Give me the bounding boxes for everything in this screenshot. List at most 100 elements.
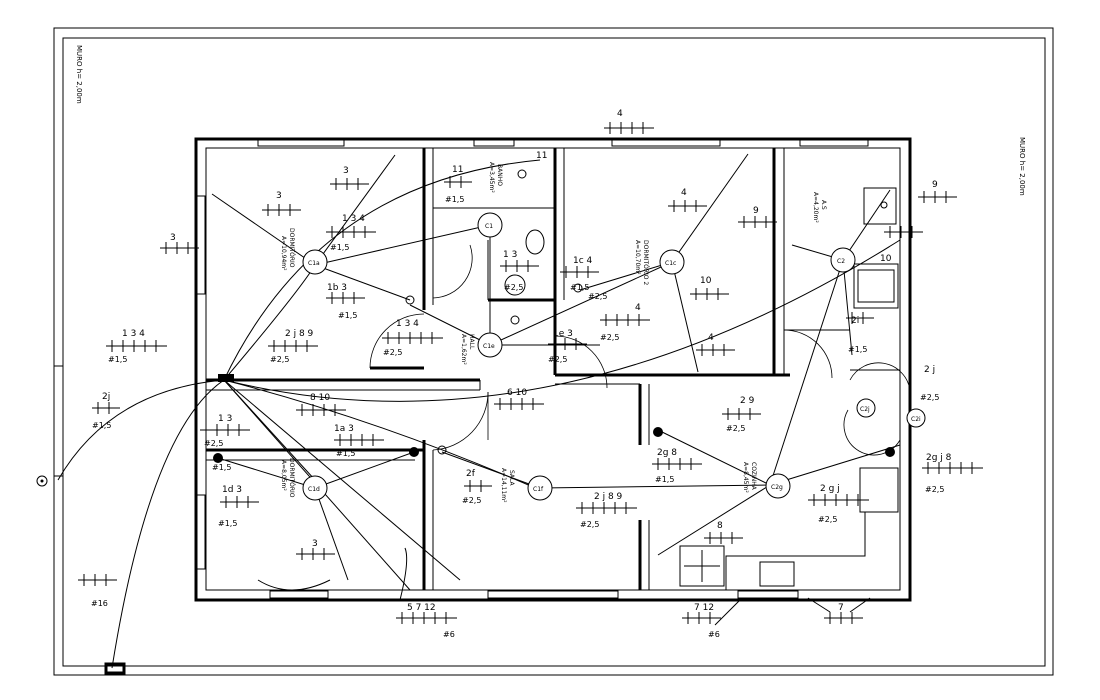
conductor-tick-group [106,340,167,352]
circuit-label: 2j [102,392,110,402]
conductor-tick-group [576,502,637,514]
conductor-tick-group [652,458,702,470]
circuit-label: 1 3 4 [396,319,419,329]
gauge-label: #1,5 [330,243,349,252]
circuit-label: 2 j [924,365,935,375]
room-area: A=1,62m² [460,334,467,365]
property-boundary-outer [53,27,1054,676]
wall-note-left: MURO h= 2,00m [75,45,83,104]
house-walls [194,137,912,602]
meter-entry [36,475,48,487]
circuit-label: 1 3 [503,250,517,260]
outlet [885,447,895,457]
circuit-label: 2g 8 [657,448,677,458]
circuit-label: 3 [276,191,282,201]
gauge-label: #2,5 [204,439,223,448]
svg-text:C1a: C1a [308,260,320,267]
conductor-tick-group [200,424,250,436]
conductor-tick-group [382,332,443,344]
room-area: A=4,20m² [812,192,819,223]
gauge-label: #1,5 [336,449,355,458]
circuit-label: 1d 3 [222,485,242,495]
shower [517,169,527,179]
circuit-label: 11 [452,165,463,175]
svg-text:C2: C2 [837,258,845,265]
conductor-tick-group [722,408,761,420]
svg-text:C1d: C1d [308,486,320,493]
room-name: BANHO [496,164,503,186]
refrigerator [759,561,795,587]
room-name: DORMITÓRIO [288,458,295,498]
outlet [409,447,419,457]
conductor-tick-group [682,612,721,624]
gauge-label: #1,5 [848,345,867,354]
gauge-label: #2,5 [920,393,939,402]
conductor-tick-group [464,480,492,492]
circuit-label: 2g j 8 [926,453,952,463]
circuit-label: 2 9 [740,396,755,406]
room-area: A=10,94m² [280,236,287,271]
washing-machine [853,263,899,309]
gauge-label: #1,5 [445,195,464,204]
room-area: A=8,45m² [742,462,749,493]
conductor-tick-group [444,176,472,188]
circuit-label: 8 10 [310,393,330,403]
ground-box [104,662,126,675]
gauge-label: #1,5 [570,283,589,292]
gauge-label: #2,5 [270,355,289,364]
gauge-label: #2,5 [600,333,619,342]
wall-note-right: MURO h= 2,00m [1018,137,1026,196]
circuit-labels: 4 3 3 1 3 4 1b 3 3 1 3 4 2 j 8 9 1 3 4 1… [102,109,952,613]
circuit-label: 2f [466,469,476,479]
circuit-label: 1e 3 [553,329,573,339]
service-sink [863,187,897,225]
svg-text:C1e: C1e [483,343,495,350]
fixtures [504,169,899,590]
room-area: A=10,70m² [634,240,641,275]
room-name: COZINHA [750,462,757,491]
svg-text:C2g: C2g [771,484,783,491]
conductor-tick-group [494,398,544,410]
conductor-tick-group [690,288,729,300]
bath-sink [504,274,526,296]
toilet [525,229,545,255]
svg-text:C1f: C1f [533,486,544,493]
circuit-label: 2 g j [820,484,840,494]
svg-text:C2j: C2j [860,406,870,413]
lamp-c1a: C1a [302,249,328,275]
conductor-ticks [78,122,983,624]
gauge-labels: #1,5 #2,5 #1,5 #1,5 #2,5 #2,5 #1,5 #2,5 … [91,195,944,639]
conductor-tick-group [884,226,923,238]
kitchen-counter [859,467,899,513]
circuit-label: 4 [681,188,687,198]
circuit-label: 1a 3 [334,424,354,434]
lamp-c1: C1 [477,212,503,238]
circuit-label: 6 10 [507,388,527,398]
gauge-label: #2,5 [925,485,944,494]
gauge-label: #2,5 [548,355,567,364]
gauge-label: #2,5 [588,292,607,301]
outlet-switch [437,445,447,455]
circuit-label: 1 3 [218,414,232,424]
circuit-label: 5 7 12 [407,603,436,613]
conductor-tick-group [808,494,869,506]
room-name: DORMITÓRIO [288,228,295,268]
circuit-label: 1c 4 [573,256,593,266]
conductor-tick-group [220,496,259,508]
lamp-c1d: C1d [302,475,328,501]
circuit-label: 3 [312,539,318,549]
room-name: A.S [820,200,827,210]
windows [196,139,869,599]
conductor-tick-group [334,434,384,446]
conductor-tick-group [846,312,874,324]
conductor-tick-group [78,574,117,586]
outlet [653,427,663,437]
conductor-tick-group [330,178,369,190]
gauge-label: #2,5 [383,348,402,357]
property-boundary-inner [62,37,1046,667]
lamp-c1c: C1c [659,249,685,275]
svg-text:C2i: C2i [911,416,921,423]
gauge-label: #2,5 [504,283,523,292]
conductor-tick-group [696,344,735,356]
circuit-label: 4 [708,333,714,343]
